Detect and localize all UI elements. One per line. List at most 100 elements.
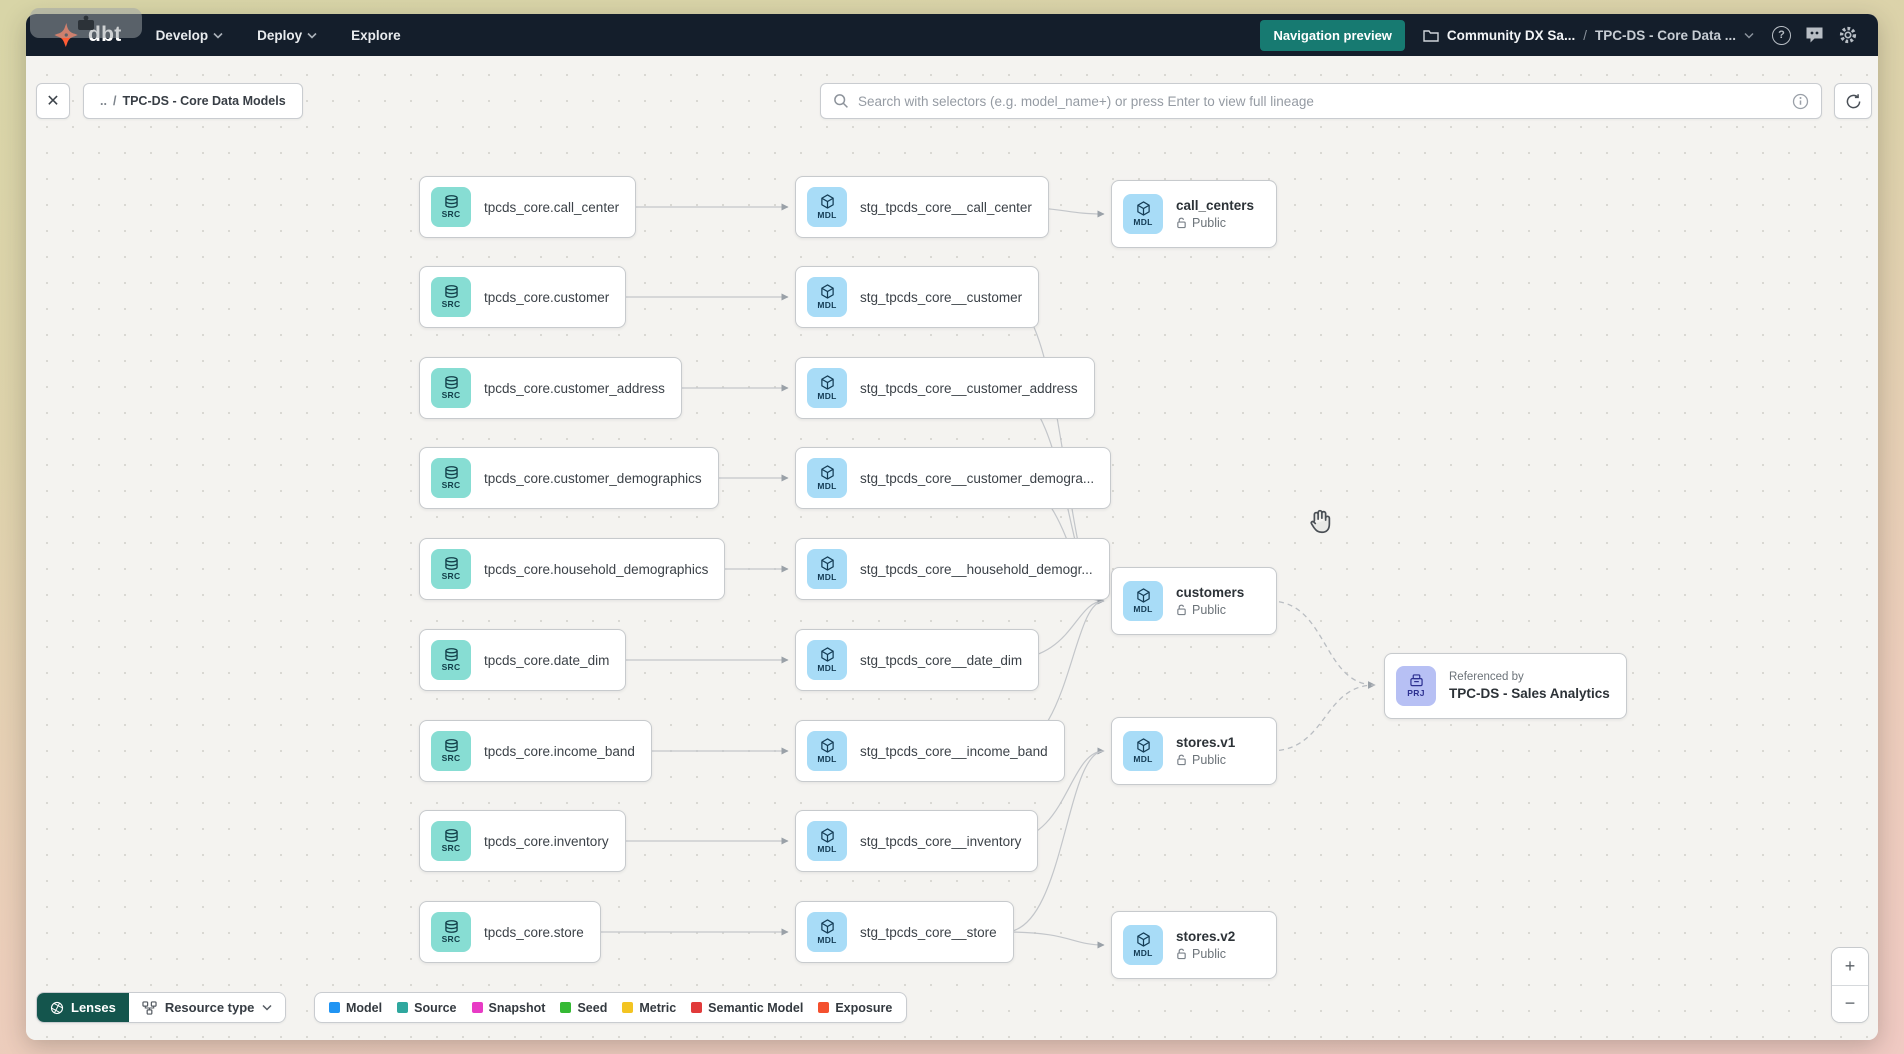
model-icon: MDL — [807, 368, 847, 408]
node-model-stg-household-demographics[interactable]: MDL stg_tpcds_core__household_demogr... — [795, 538, 1110, 600]
lineage-canvas[interactable]: ✕ .. / TPC-DS - Core Data Models — [26, 56, 1878, 1040]
lineage-search — [820, 83, 1822, 119]
unlock-icon — [1177, 604, 1186, 616]
top-navbar: dbt Develop Deploy Explore Navigation pr… — [26, 14, 1878, 56]
model-icon: MDL — [807, 640, 847, 680]
legend-item-exposure: Exposure — [818, 1001, 892, 1015]
refresh-icon — [1846, 93, 1860, 108]
info-icon[interactable] — [1792, 93, 1809, 110]
node-model-stg-date-dim[interactable]: MDL stg_tpcds_core__date_dim — [795, 629, 1040, 691]
project-icon: PRJ — [1396, 666, 1436, 706]
breadcrumb-page[interactable]: TPC-DS - Core Data ... — [1594, 27, 1736, 43]
unlock-icon — [1177, 754, 1186, 766]
help-icon[interactable]: ? — [1772, 25, 1791, 45]
chevron-down-icon — [262, 1004, 272, 1011]
node-model-stg-customer-address[interactable]: MDL stg_tpcds_core__customer_address — [795, 357, 1095, 419]
node-model-stg-inventory[interactable]: MDL stg_tpcds_core__inventory — [795, 810, 1039, 872]
node-source-income-band[interactable]: SRC tpcds_core.income_band — [419, 720, 652, 782]
resource-type-icon — [142, 1000, 157, 1015]
legend-swatch — [471, 1002, 483, 1013]
node-model-customers[interactable]: MDL customers Public — [1111, 567, 1277, 635]
legend-item-snapshot: Snapshot — [471, 1001, 545, 1015]
node-model-call-centers[interactable]: MDL call_centers Public — [1111, 180, 1277, 248]
nav-menu-develop[interactable]: Develop — [156, 28, 224, 43]
breadcrumb-current: TPC-DS - Core Data Models — [122, 94, 286, 108]
model-icon: MDL — [1123, 925, 1163, 965]
node-source-inventory[interactable]: SRC tpcds_core.inventory — [419, 810, 626, 872]
legend-swatch — [329, 1002, 340, 1013]
node-model-stores-v1[interactable]: MDL stores.v1 Public — [1111, 717, 1277, 785]
source-icon: SRC — [431, 458, 471, 498]
breadcrumb-up-link[interactable]: .. — [100, 94, 107, 108]
source-icon: SRC — [431, 821, 471, 861]
grab-cursor-icon — [1310, 509, 1331, 534]
app-window: dbt Develop Deploy Explore Navigation pr… — [26, 14, 1878, 1040]
legend-swatch — [818, 1002, 830, 1013]
nav-menu-deploy[interactable]: Deploy — [257, 28, 317, 43]
legend-swatch — [560, 1002, 572, 1013]
search-icon — [834, 94, 848, 108]
node-source-customer-address[interactable]: SRC tpcds_core.customer_address — [419, 357, 682, 419]
legend-item-source: Source — [397, 1001, 457, 1015]
legend-swatch — [622, 1002, 634, 1013]
node-source-household-demographics[interactable]: SRC tpcds_core.household_demographics — [419, 538, 726, 600]
model-icon: MDL — [807, 187, 847, 227]
legend-item-metric: Metric — [622, 1001, 676, 1015]
nav-menu-explore[interactable]: Explore — [351, 27, 401, 43]
node-source-customer-demographics[interactable]: SRC tpcds_core.customer_demographics — [419, 447, 719, 509]
node-model-stg-store[interactable]: MDL stg_tpcds_core__store — [795, 901, 1014, 963]
node-model-stores-v2[interactable]: MDL stores.v2 Public — [1111, 911, 1277, 979]
chevron-down-icon — [1744, 32, 1754, 39]
node-source-date-dim[interactable]: SRC tpcds_core.date_dim — [419, 629, 627, 691]
chevron-down-icon — [307, 32, 317, 39]
source-icon: SRC — [431, 549, 471, 589]
node-source-call-center[interactable]: SRC tpcds_core.call_center — [419, 176, 637, 238]
model-icon: MDL — [807, 277, 847, 317]
visibility-label: Public — [1192, 216, 1227, 230]
node-source-customer[interactable]: SRC tpcds_core.customer — [419, 266, 627, 328]
lenses-icon — [50, 1001, 64, 1014]
resource-type-dropdown[interactable]: Resource type — [128, 993, 286, 1022]
feedback-icon[interactable] — [1805, 26, 1824, 44]
unlock-icon — [1177, 217, 1186, 229]
visibility-label: Public — [1192, 753, 1227, 767]
search-input[interactable] — [858, 93, 1783, 109]
lineage-breadcrumb[interactable]: .. / TPC-DS - Core Data Models — [83, 83, 303, 119]
navigation-preview-button[interactable]: Navigation preview — [1260, 19, 1405, 51]
source-icon: SRC — [431, 277, 471, 317]
node-model-stg-customer[interactable]: MDL stg_tpcds_core__customer — [795, 266, 1040, 328]
node-model-stg-call-center[interactable]: MDL stg_tpcds_core__call_center — [795, 176, 1049, 238]
lenses-button[interactable]: Lenses — [37, 993, 129, 1022]
model-icon: MDL — [1123, 194, 1163, 234]
referenced-by-caption: Referenced by — [1449, 671, 1524, 683]
zoom-in-button[interactable]: + — [1832, 948, 1868, 985]
legend-item-seed: Seed — [560, 1001, 607, 1015]
visibility-label: Public — [1192, 947, 1227, 961]
model-icon: MDL — [807, 731, 847, 771]
visibility-label: Public — [1192, 603, 1227, 617]
node-model-stg-income-band[interactable]: MDL stg_tpcds_core__income_band — [795, 720, 1065, 782]
node-source-store[interactable]: SRC tpcds_core.store — [419, 901, 601, 963]
model-icon: MDL — [807, 821, 847, 861]
close-lineage-button[interactable]: ✕ — [36, 83, 70, 119]
folder-icon — [1423, 29, 1439, 42]
legend-item-semantic-model: Semantic Model — [691, 1001, 803, 1015]
source-icon: SRC — [431, 640, 471, 680]
model-icon: MDL — [807, 912, 847, 952]
node-model-stg-customer-demographics[interactable]: MDL stg_tpcds_core__customer_demogra... — [795, 447, 1112, 509]
model-icon: MDL — [807, 549, 847, 589]
node-project-sales-analytics[interactable]: PRJ Referenced by TPC-DS - Sales Analyti… — [1384, 653, 1627, 719]
source-icon: SRC — [431, 368, 471, 408]
zoom-out-button[interactable]: − — [1832, 985, 1868, 1022]
project-breadcrumb[interactable]: Community DX Sa... / TPC-DS - Core Data … — [1423, 28, 1754, 43]
breadcrumb-separator: / — [1583, 27, 1587, 43]
source-icon: SRC — [431, 731, 471, 771]
screen-share-indicator[interactable] — [30, 8, 142, 38]
source-icon: SRC — [431, 187, 471, 227]
breadcrumb-project[interactable]: Community DX Sa... — [1446, 27, 1576, 43]
model-icon: MDL — [1123, 581, 1163, 621]
legend-swatch — [397, 1002, 409, 1013]
gear-icon[interactable] — [1838, 25, 1858, 45]
refresh-lineage-button[interactable] — [1834, 83, 1872, 119]
legend-swatch — [691, 1002, 703, 1013]
